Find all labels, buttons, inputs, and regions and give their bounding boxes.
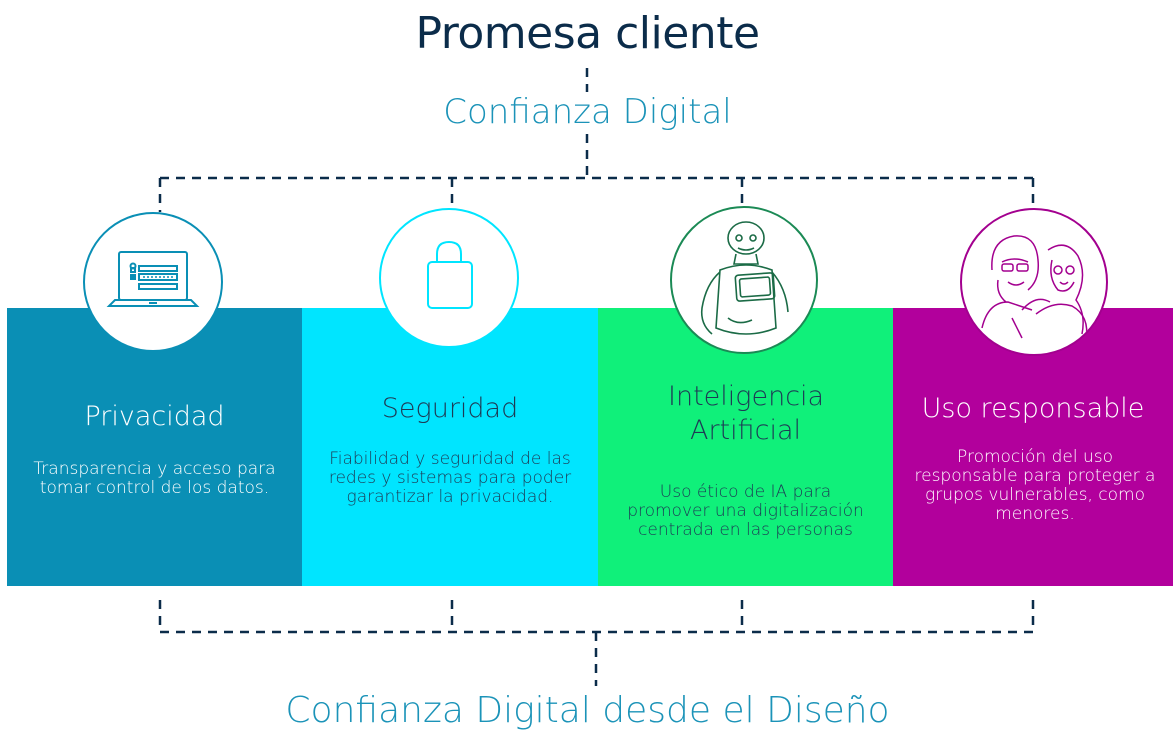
pillar-privacidad: Privacidad Transparencia y acceso para t… — [7, 308, 302, 586]
page-title: Promesa cliente — [415, 8, 760, 59]
pillar-description: Fiabilidad y seguridad de las redes y si… — [328, 449, 572, 507]
pillar-seguridad: Seguridad Fiabilidad y seguridad de las … — [302, 308, 598, 586]
robot-icon — [670, 206, 818, 354]
pillar-inteligencia-artificial: Inteligencia Artificial Uso ético de IA … — [598, 308, 893, 586]
people-icon — [960, 208, 1108, 356]
pillar-description: Promoción del uso responsable para prote… — [914, 447, 1156, 524]
subtitle: Confianza Digital — [443, 92, 732, 132]
pillar-description: Uso ético de IA para promover una digita… — [627, 482, 864, 540]
padlock-icon — [379, 208, 519, 348]
pillar-title: Inteligencia Artificial — [668, 381, 825, 446]
laptop-login-icon — [83, 212, 223, 352]
pillar-description: Transparencia y acceso para tomar contro… — [33, 459, 276, 498]
pillar-title: Seguridad — [381, 393, 519, 424]
footer-title: Confianza Digital desde el Diseño — [285, 690, 890, 731]
pillar-title: Uso responsable — [921, 393, 1145, 424]
pillar-title: Privacidad — [84, 401, 225, 432]
